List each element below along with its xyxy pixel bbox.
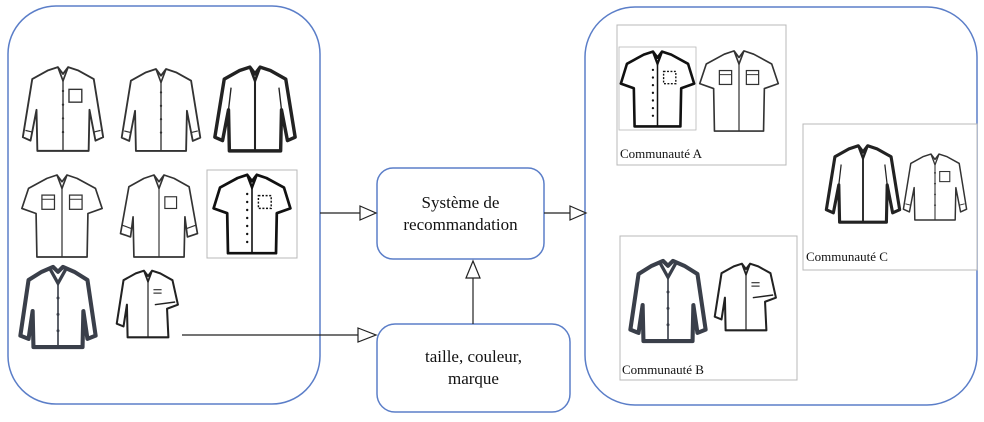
shirt-pocket-long-sleeve-icon (23, 67, 103, 151)
catalog-panel (7, 5, 321, 405)
community-c-label: Communauté C (806, 249, 888, 264)
recommender-label: Système de recommandation (377, 168, 544, 259)
shirt-short-sleeve-two-pocket-icon (20, 174, 104, 258)
recommender-label-line2: recommandation (403, 214, 518, 234)
attributes-label-line1: taille, couleur, (424, 347, 523, 366)
attributes-label-line2: marque (448, 369, 499, 388)
community-a-label: Communauté A (620, 146, 702, 161)
recommender-label-line1: Système de (421, 192, 500, 212)
catalog-shirts (20, 65, 298, 347)
arrows (182, 205, 588, 343)
shirt-rolled-sleeve-icon (119, 174, 199, 258)
arrow-head (569, 205, 588, 221)
attributes-label: taille, couleur, marque (377, 324, 570, 412)
community-b-label: Communauté B (622, 362, 704, 377)
shirt-plain-long-sleeve-icon (120, 68, 202, 152)
arrow-head (359, 205, 378, 221)
arrow-head (357, 327, 378, 343)
arrow-head (465, 259, 481, 279)
shirt-bold-outline-icon (20, 267, 95, 347)
shirt-dark-long-sleeve-icon (213, 65, 297, 153)
shirt-bold-outline-icon (630, 261, 705, 341)
shirt-half-tucked-icon (115, 269, 180, 339)
